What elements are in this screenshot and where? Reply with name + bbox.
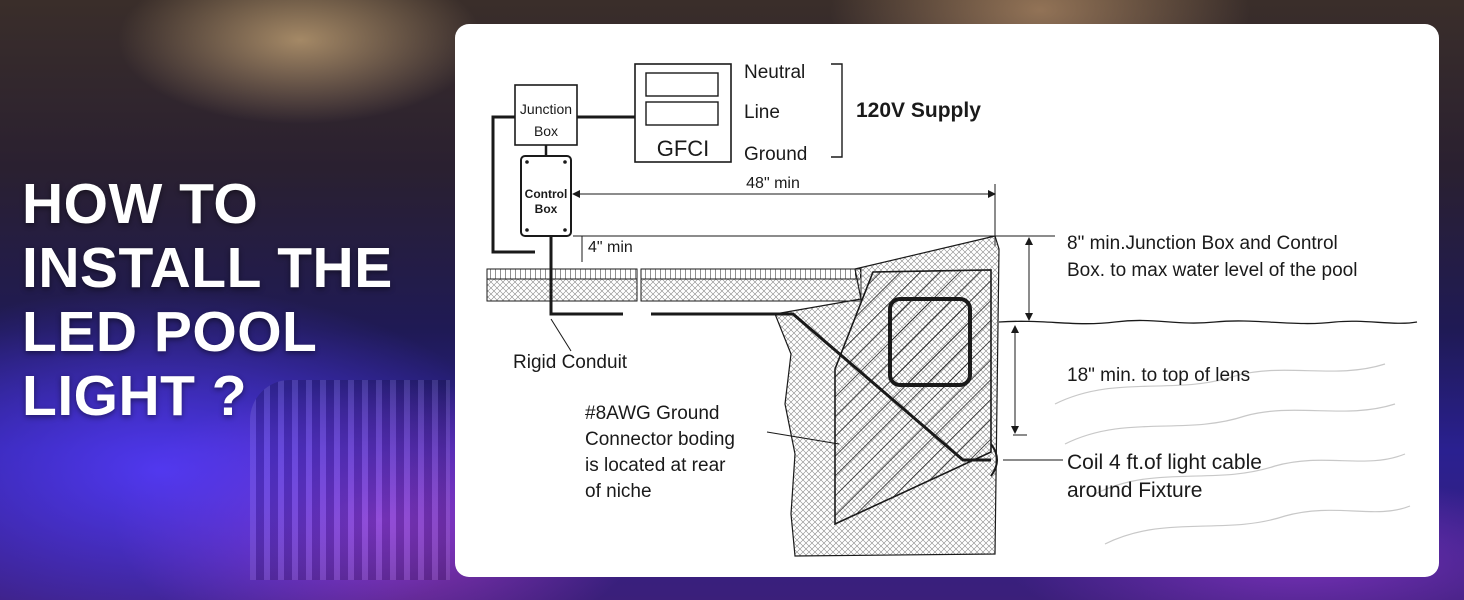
pool-deck xyxy=(486,268,862,302)
coil-note-line-1: Coil 4 ft.of light cable xyxy=(1067,451,1262,474)
gfci-label: GFCI xyxy=(657,136,710,161)
installation-diagram-card: Junction Box GFCI Neutral Line Ground 12… xyxy=(455,24,1439,577)
ground-note-line-3: is located at rear xyxy=(585,455,726,476)
ground-note-line-4: of niche xyxy=(585,481,652,502)
control-box-label-1: Control xyxy=(525,187,568,201)
junction-box: Junction Box xyxy=(514,84,578,146)
note-8in-line-2: Box. to max water level of the pool xyxy=(1067,260,1357,281)
gfci-unit: GFCI xyxy=(634,63,732,163)
control-box-label-2: Box xyxy=(535,202,558,216)
line-label: Line xyxy=(744,102,780,123)
note-18in: 18" min. to top of lens xyxy=(1067,365,1250,386)
conduit-label: Rigid Conduit xyxy=(513,352,628,373)
supply-label: 120V Supply xyxy=(856,99,981,122)
dimension-48-label: 48" min xyxy=(746,175,800,192)
dimension-4-label: 4" min xyxy=(588,239,633,256)
note-8in-line-1: 8" min.Junction Box and Control xyxy=(1067,233,1338,254)
headline-line-4: LIGHT ? xyxy=(22,364,248,428)
junction-box-label-1: Junction xyxy=(520,101,572,117)
headline-line-2: INSTALL THE xyxy=(22,236,393,300)
stone-wall-background xyxy=(250,380,450,580)
junction-box-label-2: Box xyxy=(534,123,558,139)
water-waves xyxy=(1054,363,1411,545)
coil-note-line-2: around Fixture xyxy=(1067,479,1202,502)
control-box: Control Box xyxy=(520,155,572,237)
ground-note-line-2: Connector boding xyxy=(585,429,735,450)
ground-label: Ground xyxy=(744,144,807,165)
ground-note-line-1: #8AWG Ground xyxy=(585,403,719,424)
installation-diagram: Junction Box GFCI Neutral Line Ground 12… xyxy=(486,62,1418,557)
headline-line-1: HOW TO xyxy=(22,172,259,236)
headline-line-3: LED POOL xyxy=(22,300,318,364)
neutral-label: Neutral xyxy=(744,62,805,83)
headline: HOW TO INSTALL THE LED POOL LIGHT ? xyxy=(22,172,452,428)
